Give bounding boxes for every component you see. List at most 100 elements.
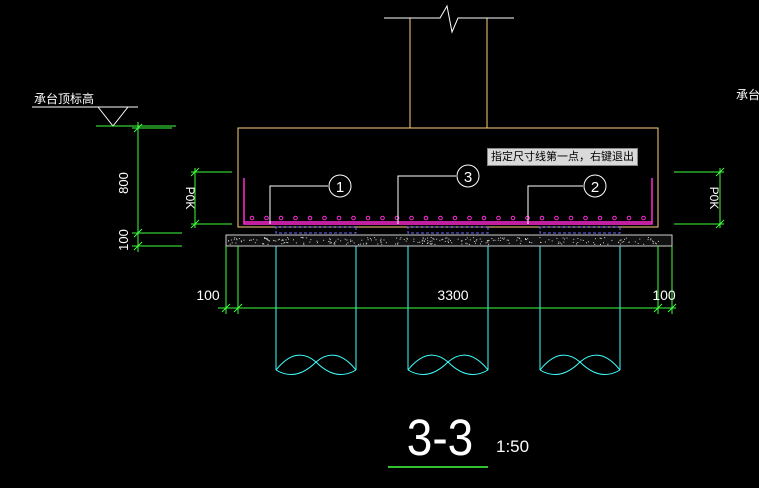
hatch-dot (619, 239, 621, 241)
hatch-dot (360, 243, 362, 245)
hatch-dot (503, 238, 505, 240)
hatch-dot (273, 240, 275, 242)
hatch-dot (480, 243, 481, 245)
rebar-dot (409, 215, 414, 221)
hatch-dot (557, 243, 559, 245)
rebar-dot (438, 215, 443, 221)
blinding-pad (225, 234, 673, 247)
hatch-dot (447, 240, 449, 242)
hatch-dot (330, 242, 332, 244)
dim-800: 800 (116, 172, 131, 194)
hatch-dot (288, 238, 290, 240)
hatch-dot (236, 239, 238, 241)
dim-100-vertical: 100 (116, 229, 131, 251)
hatch-dot (427, 240, 429, 242)
hatch-dot (461, 243, 463, 245)
rebar-dot (568, 215, 574, 221)
hatch-dot (275, 240, 277, 242)
hatch-dot (403, 239, 405, 240)
hatch-dot (466, 243, 468, 245)
hatch-dot (469, 239, 471, 241)
hatch-dot (377, 243, 379, 245)
hatch-dot (516, 239, 518, 241)
hatch-dot (445, 237, 447, 239)
hatch-dot (369, 238, 371, 240)
column (409, 18, 488, 128)
hatch-dot (361, 239, 363, 241)
hatch-dot (434, 243, 436, 245)
hatch-dot (604, 237, 606, 239)
elevation-label-right: 承台顶标高 (736, 87, 759, 102)
hatch-dot (518, 237, 520, 239)
hatch-dot (628, 241, 630, 243)
hatch-dot (253, 238, 255, 240)
hatch-dot (620, 243, 621, 245)
hatch-dot (492, 239, 494, 241)
hatch-dot (494, 239, 496, 241)
hatch-dot (323, 239, 325, 241)
hatch-dot (329, 241, 331, 243)
dim-side-right: P0K (707, 187, 721, 210)
rebar-dot (336, 215, 342, 221)
hatch-dot (595, 238, 596, 240)
hatch-dot (375, 239, 377, 241)
rebar-dot (365, 215, 371, 221)
hatch-dot (653, 241, 655, 243)
hatch-dot (295, 242, 297, 244)
hatch-dot (643, 243, 645, 245)
hatch-dot (317, 242, 318, 244)
hatch-dot (346, 239, 348, 241)
hatch-dot (241, 240, 242, 242)
hatch-dot (279, 238, 280, 240)
hatch-dot (335, 240, 337, 242)
hatch-dot (564, 238, 566, 240)
rebar-dot (496, 215, 501, 221)
hatch-dot (429, 240, 431, 242)
hatch-dot (461, 240, 463, 242)
hatch-dot (286, 242, 288, 243)
hatch-dot (450, 240, 451, 242)
hatch-dot (577, 242, 579, 243)
hatch-dot (426, 243, 428, 244)
dim-100-left: 100 (196, 287, 220, 303)
hatch-dot (413, 238, 415, 240)
hatch-dot (559, 242, 561, 244)
hatch-dot (310, 239, 312, 241)
hatch-dot (501, 237, 503, 239)
hatch-dot (340, 240, 342, 242)
hatch-dot (380, 241, 382, 243)
hatch-dot (519, 243, 521, 245)
hatch-dot (562, 237, 564, 239)
rebar-dot (612, 215, 617, 221)
hatch-dot (229, 243, 231, 245)
hatch-dot (519, 238, 521, 240)
hatch-dot (413, 240, 415, 242)
hatch-dot (520, 240, 522, 242)
hatch-dot (329, 242, 331, 244)
rebar-dot (626, 215, 632, 221)
hatch-dot (451, 242, 453, 244)
rebar-dot (597, 215, 603, 221)
hatch-dot (431, 243, 433, 245)
hatch-dot (337, 238, 339, 240)
hatch-dot (650, 239, 652, 241)
hatch-dot (577, 238, 579, 239)
rebar-dot (394, 215, 400, 221)
hatch-dot (380, 238, 382, 240)
rebar-dot (351, 215, 356, 221)
hatch-dot (328, 241, 330, 242)
hatch-dot (351, 240, 353, 242)
hatch-dot (603, 242, 604, 244)
hatch-dot (385, 242, 387, 244)
rebar-dot (510, 215, 516, 221)
callout-1: 1 (328, 174, 352, 198)
hatch-dot (264, 238, 266, 239)
hatch-dot (573, 238, 575, 240)
hatch-dot (367, 239, 369, 241)
hatch-dot (267, 243, 269, 245)
hatch-dot (479, 238, 481, 240)
rebar-dot (467, 215, 472, 221)
pad-hatch (228, 237, 659, 245)
callout-leaders (269, 175, 583, 224)
